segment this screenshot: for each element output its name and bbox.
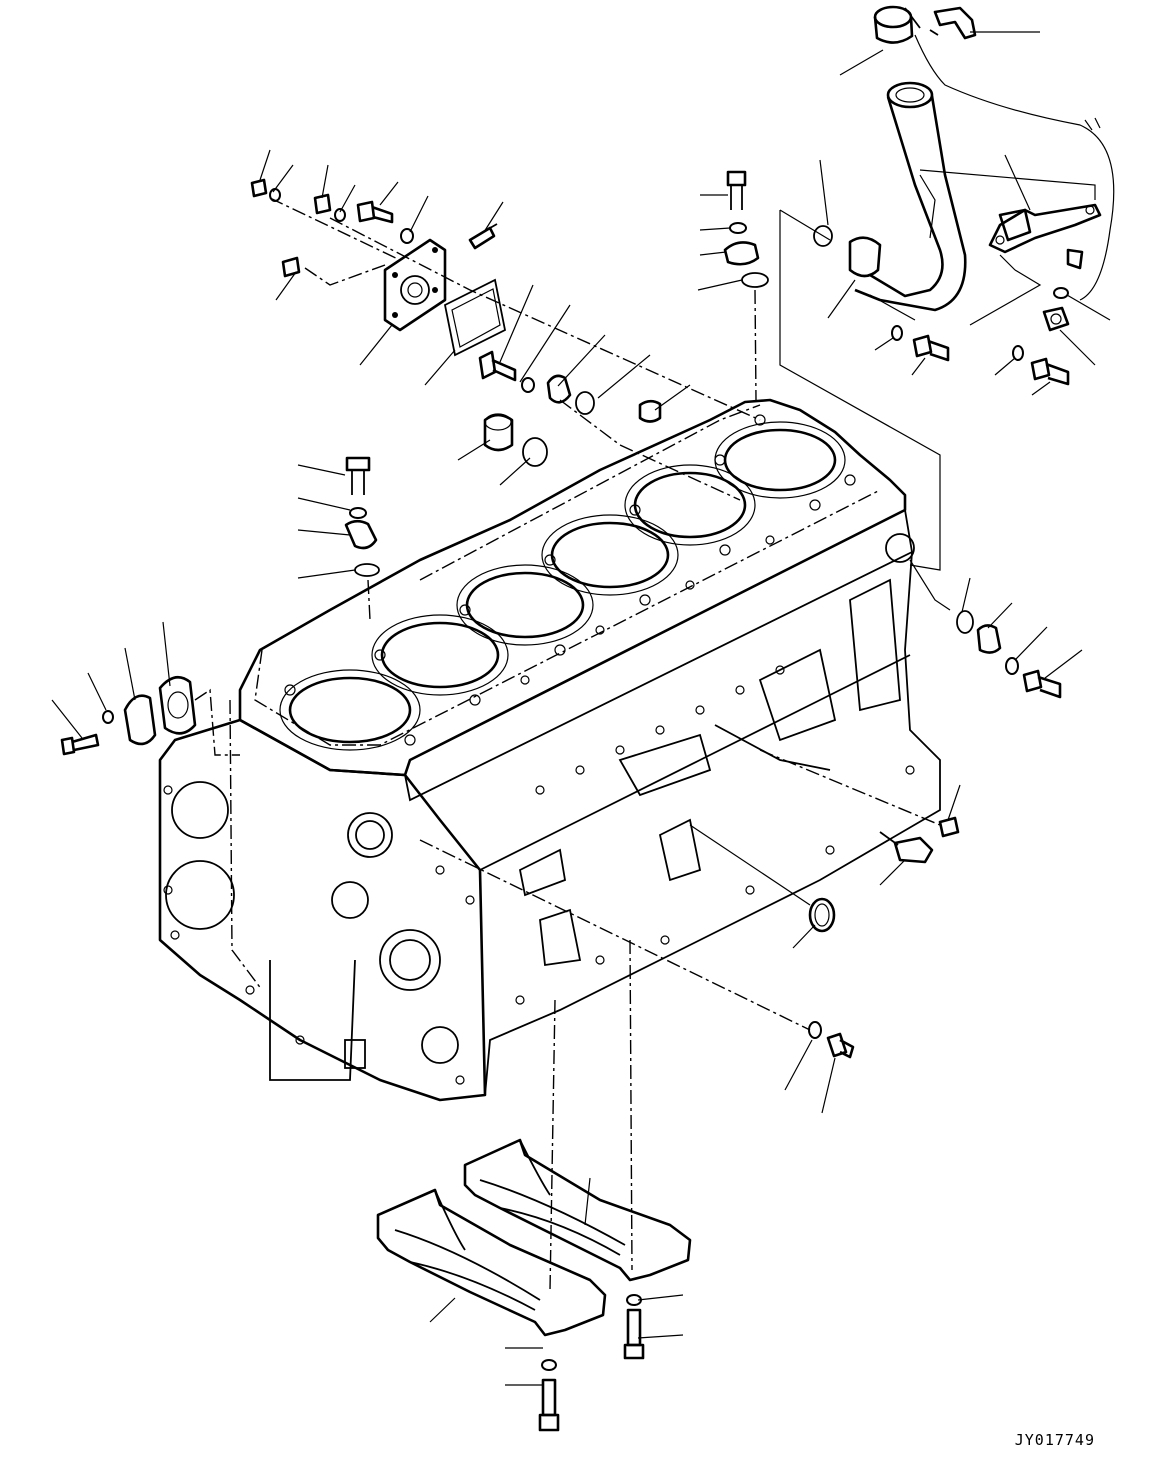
bearing-cap-assembly	[376, 1138, 692, 1432]
front-cover-group	[250, 178, 761, 501]
sensor-right-group	[759, 749, 960, 864]
side-fitting-right-group	[909, 559, 1062, 699]
top-fitting-group	[723, 170, 769, 401]
side-cover-left-group	[60, 675, 240, 756]
elbow-fitting-group-left	[344, 456, 380, 621]
leader-lines	[51, 31, 1111, 1386]
o-ring-seal	[689, 824, 836, 933]
drawing-code: JY017749	[1014, 1431, 1095, 1449]
oil-filler-pipe-group	[779, 5, 1115, 571]
cylinder-block	[158, 398, 941, 1291]
bolt-washer-lower-right	[419, 839, 855, 1059]
